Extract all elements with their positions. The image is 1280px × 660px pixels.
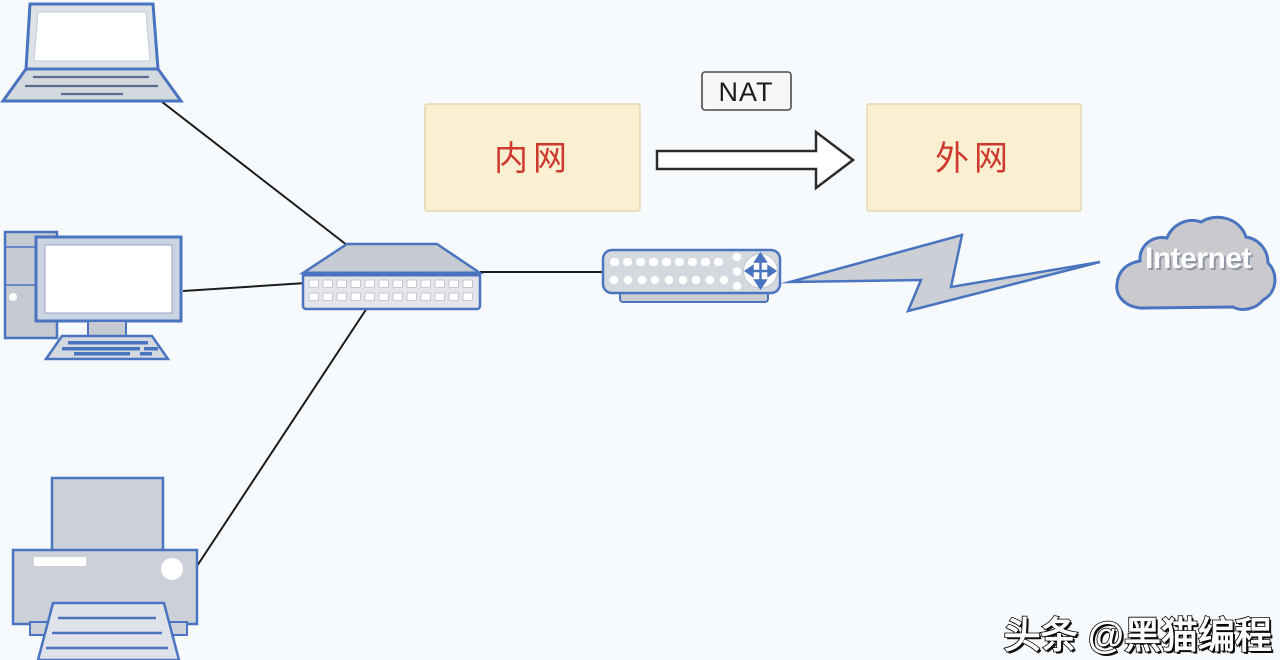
cable-printer-switch bbox=[196, 307, 368, 567]
watermark-text: 头条 @黑猫编程 bbox=[1004, 615, 1272, 656]
nat-label-text: NAT bbox=[719, 77, 774, 107]
network-switch-icon bbox=[298, 242, 485, 311]
route-arrows-icon bbox=[743, 251, 778, 291]
keyboard-keys bbox=[62, 341, 158, 356]
internet-label: Internet bbox=[1145, 242, 1252, 275]
extranet-zone-box: 外网 bbox=[866, 103, 1082, 212]
printer-icon bbox=[11, 476, 199, 660]
laptop-icon bbox=[0, 2, 184, 103]
extranet-label: 外网 bbox=[935, 140, 1013, 178]
extranet-box-rect bbox=[866, 103, 1082, 212]
intranet-zone-box: 内网 bbox=[424, 103, 641, 212]
nat-label: NAT bbox=[701, 71, 792, 111]
router-icon bbox=[601, 248, 782, 303]
lightning-bolt-connector bbox=[780, 233, 1101, 313]
intranet-box-rect bbox=[424, 103, 641, 212]
internet-label-shadow: Internet bbox=[1147, 244, 1254, 277]
internet-cloud: Internet Internet bbox=[1115, 215, 1277, 311]
switch-ports bbox=[308, 279, 473, 301]
intranet-label: 内网 bbox=[494, 140, 572, 178]
nat-direction-arrow bbox=[655, 129, 856, 191]
desktop-computer-icon bbox=[3, 230, 183, 361]
cable-desktop-switch bbox=[182, 282, 307, 292]
watermark: 头条 @黑猫编程 头条 @黑猫编程 bbox=[1003, 614, 1274, 658]
cable-laptop-switch bbox=[156, 97, 353, 250]
router-ports bbox=[609, 252, 742, 291]
cloud-shape bbox=[1115, 215, 1277, 311]
nat-label-box bbox=[701, 71, 792, 111]
watermark-text-shadow: 头条 @黑猫编程 bbox=[1006, 617, 1274, 658]
